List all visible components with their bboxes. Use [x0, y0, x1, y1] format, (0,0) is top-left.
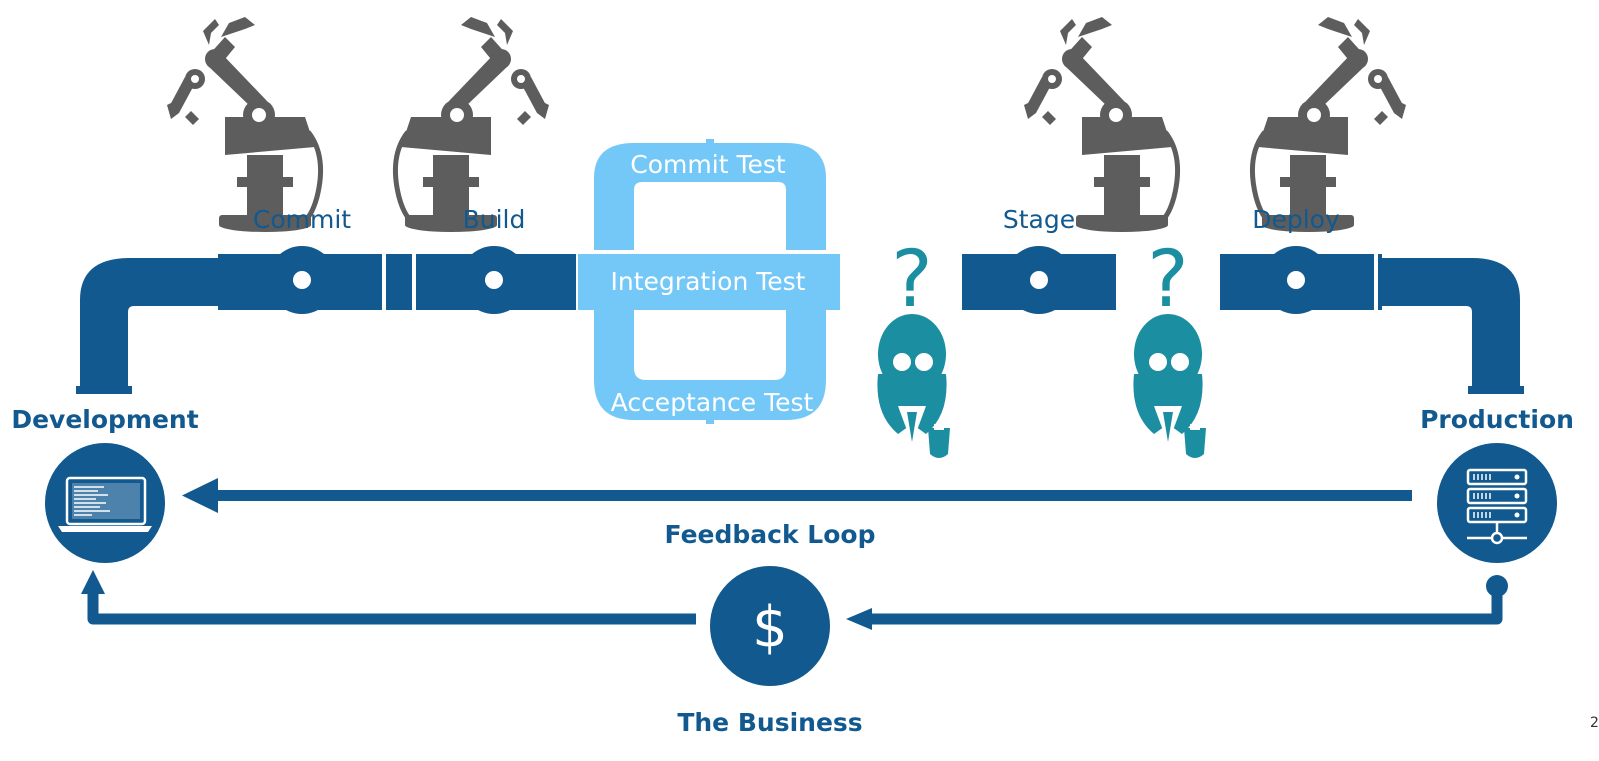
approval-question-mark: ? — [891, 235, 932, 325]
business-to-development-arrowhead — [81, 570, 105, 594]
integration-test-label: Integration Test — [611, 267, 806, 296]
person-with-glasses-icon — [1132, 313, 1207, 459]
stage-valve — [1005, 246, 1073, 314]
commit-test-label: Commit Test — [630, 150, 786, 179]
commit-stage-label: Commit — [253, 205, 351, 234]
server-rack-icon — [1437, 443, 1557, 563]
page-number: 2 — [1590, 715, 1599, 731]
deploy-stage-label: Deploy — [1252, 205, 1340, 234]
robot-arm-icon — [167, 17, 549, 232]
build-valve — [460, 246, 528, 314]
approval-question-mark: ? — [1147, 235, 1188, 325]
person-with-glasses-icon — [876, 313, 951, 459]
production-label: Production — [1420, 405, 1574, 434]
deploy-valve — [1262, 246, 1330, 314]
laptop-icon — [45, 443, 165, 563]
stage-stage-label: Stage — [1003, 205, 1075, 234]
robot-arm-icon — [1024, 17, 1406, 232]
commit-valve — [268, 246, 336, 314]
business-arrow-start-dot — [1486, 575, 1508, 597]
feedback-loop-arrow — [182, 478, 1412, 513]
development-pipe — [76, 258, 222, 394]
dollar-icon — [710, 566, 830, 686]
business-to-development-arrow — [87, 592, 696, 625]
build-stage-label: Build — [463, 205, 526, 234]
test-loop — [578, 139, 840, 424]
dollar-symbol: $ — [752, 595, 788, 660]
acceptance-test-label: Acceptance Test — [611, 388, 814, 417]
business-label: The Business — [677, 708, 862, 737]
business-return-arrow — [866, 585, 1503, 625]
business-return-arrowhead — [846, 608, 872, 630]
development-label: Development — [11, 405, 198, 434]
feedback-loop-label: Feedback Loop — [665, 520, 876, 549]
